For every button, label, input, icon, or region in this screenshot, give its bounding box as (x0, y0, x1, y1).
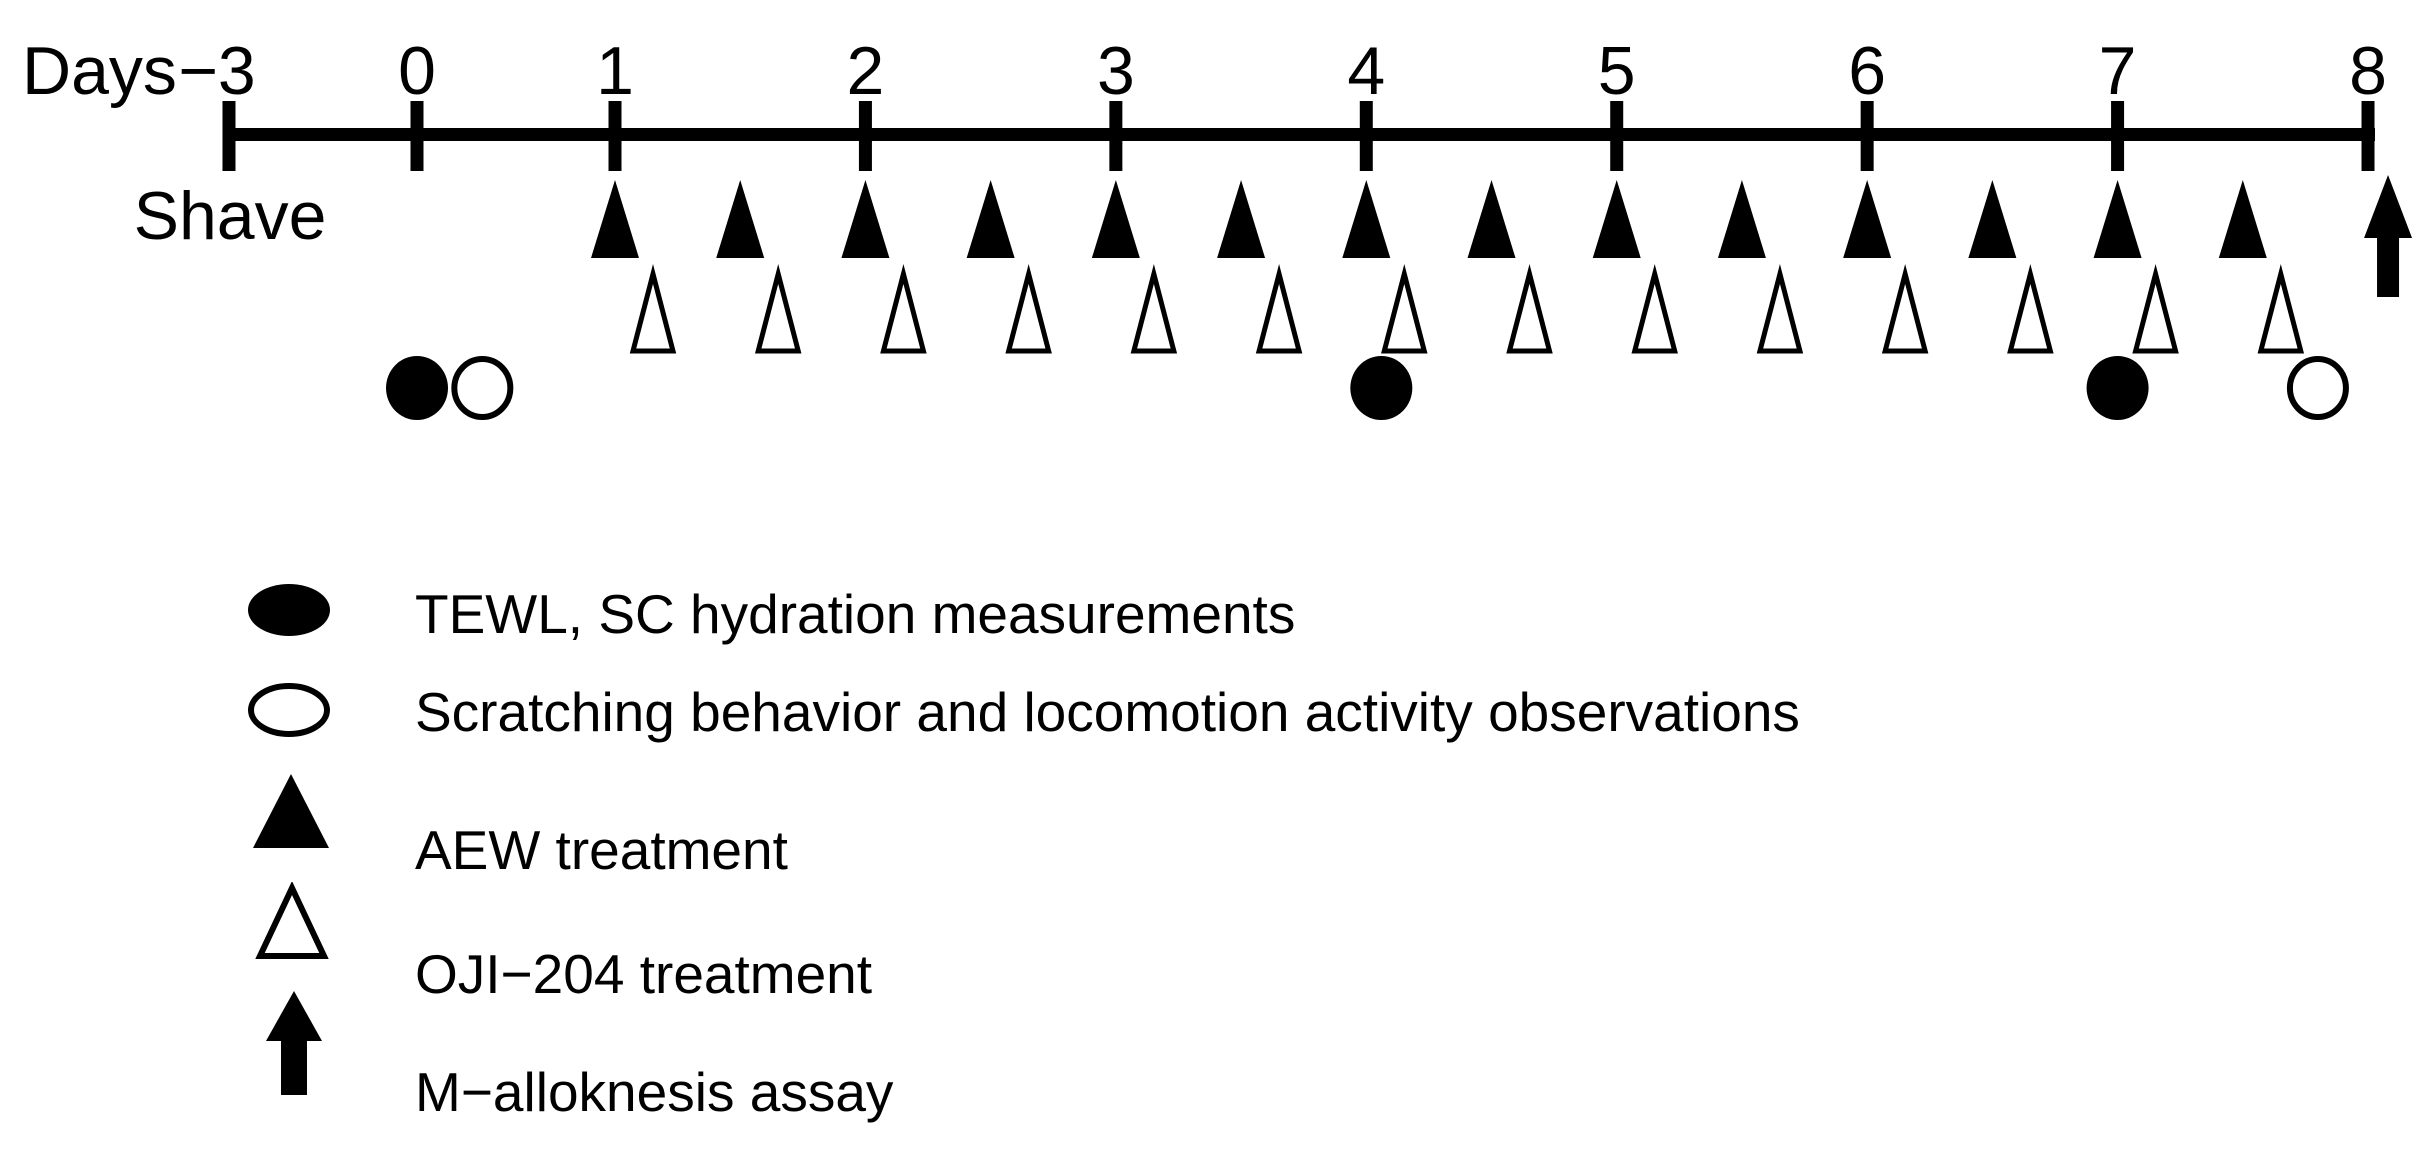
aew-triangle-marker (716, 180, 765, 258)
aew-triangle-marker (1467, 180, 1516, 258)
oji204-triangle-marker (754, 264, 802, 354)
tewl-circle-marker (1350, 356, 1413, 420)
oji204-triangle-marker (1381, 264, 1428, 354)
aew-triangle-marker (1217, 180, 1266, 258)
tick-label-4: 4 (1347, 33, 1386, 109)
aew-triangle-marker (966, 180, 1015, 258)
scratching-circle-marker (451, 356, 514, 420)
tewl-circle-marker (2086, 356, 2149, 420)
tick-mark (1860, 101, 1874, 171)
tick-label-2: 2 (846, 33, 885, 109)
tick-mark (2111, 101, 2125, 171)
tick-mark (1610, 101, 1624, 171)
aew-triangle-marker (1592, 180, 1641, 258)
tick-mark (1359, 101, 1373, 171)
tick-mark (1109, 101, 1123, 171)
aew-triangle-marker (591, 180, 639, 258)
up-arrow-icon (266, 991, 322, 1095)
oji204-triangle-marker (1255, 264, 1303, 354)
legend-label-aew: AEW treatment (415, 819, 788, 881)
tick-label-7: 7 (2098, 33, 2137, 109)
oji204-triangle-marker (2257, 264, 2305, 354)
aew-triangle-marker (2218, 180, 2267, 258)
oji204-triangle-marker (629, 264, 677, 354)
filled-triangle-icon (253, 774, 329, 848)
oji204-triangle-marker (2007, 264, 2054, 354)
legend-label-scratching: Scratching behavior and locomotion activ… (415, 681, 1800, 743)
tick-label-1: 1 (596, 33, 634, 109)
timeline-bar (223, 128, 2375, 141)
tick-label-6: 6 (1848, 33, 1887, 109)
tick-mark (222, 101, 236, 171)
alloknesis-arrow-marker (2364, 175, 2413, 297)
tick-mark (410, 101, 424, 171)
tick-label-8: 8 (2349, 33, 2387, 109)
tick-label-minus3: −3 (178, 33, 256, 109)
shave-label: Shave (133, 178, 327, 254)
filled-circle-icon (248, 584, 330, 636)
aew-triangle-marker (2093, 180, 2142, 258)
tick-label-0: 0 (398, 33, 436, 109)
aew-triangle-marker (841, 180, 890, 258)
oji204-triangle-marker (880, 264, 927, 354)
aew-triangle-marker (1717, 180, 1766, 258)
oji204-triangle-marker (1130, 264, 1178, 354)
tewl-circle-marker (386, 356, 448, 420)
oji204-triangle-marker (1881, 264, 1929, 354)
open-circle-icon (248, 683, 330, 737)
oji204-triangle-marker (1005, 264, 1052, 354)
legend-label-tewl: TEWL, SC hydration measurements (415, 583, 1296, 645)
aew-triangle-marker (1968, 180, 2017, 258)
aew-triangle-marker (1091, 180, 1140, 258)
oji204-triangle-marker (2132, 264, 2179, 354)
legend-label-oji204: OJI−204 treatment (415, 943, 873, 1005)
oji204-triangle-marker (1631, 264, 1678, 354)
oji204-triangle-marker (1506, 264, 1553, 354)
tick-mark (858, 101, 872, 171)
legend-label-alloknesis: M−alloknesis assay (415, 1061, 894, 1123)
open-triangle-icon (255, 882, 329, 959)
tick-mark (2361, 101, 2375, 171)
tick-label-5: 5 (1597, 33, 1636, 109)
aew-triangle-marker (1843, 180, 1892, 258)
axis-days-label: Days (22, 33, 177, 109)
aew-triangle-marker (1342, 180, 1391, 258)
tick-label-3: 3 (1096, 33, 1135, 109)
oji204-triangle-marker (1756, 264, 1804, 354)
scratching-circle-marker (2286, 356, 2349, 420)
tick-mark (608, 101, 622, 171)
